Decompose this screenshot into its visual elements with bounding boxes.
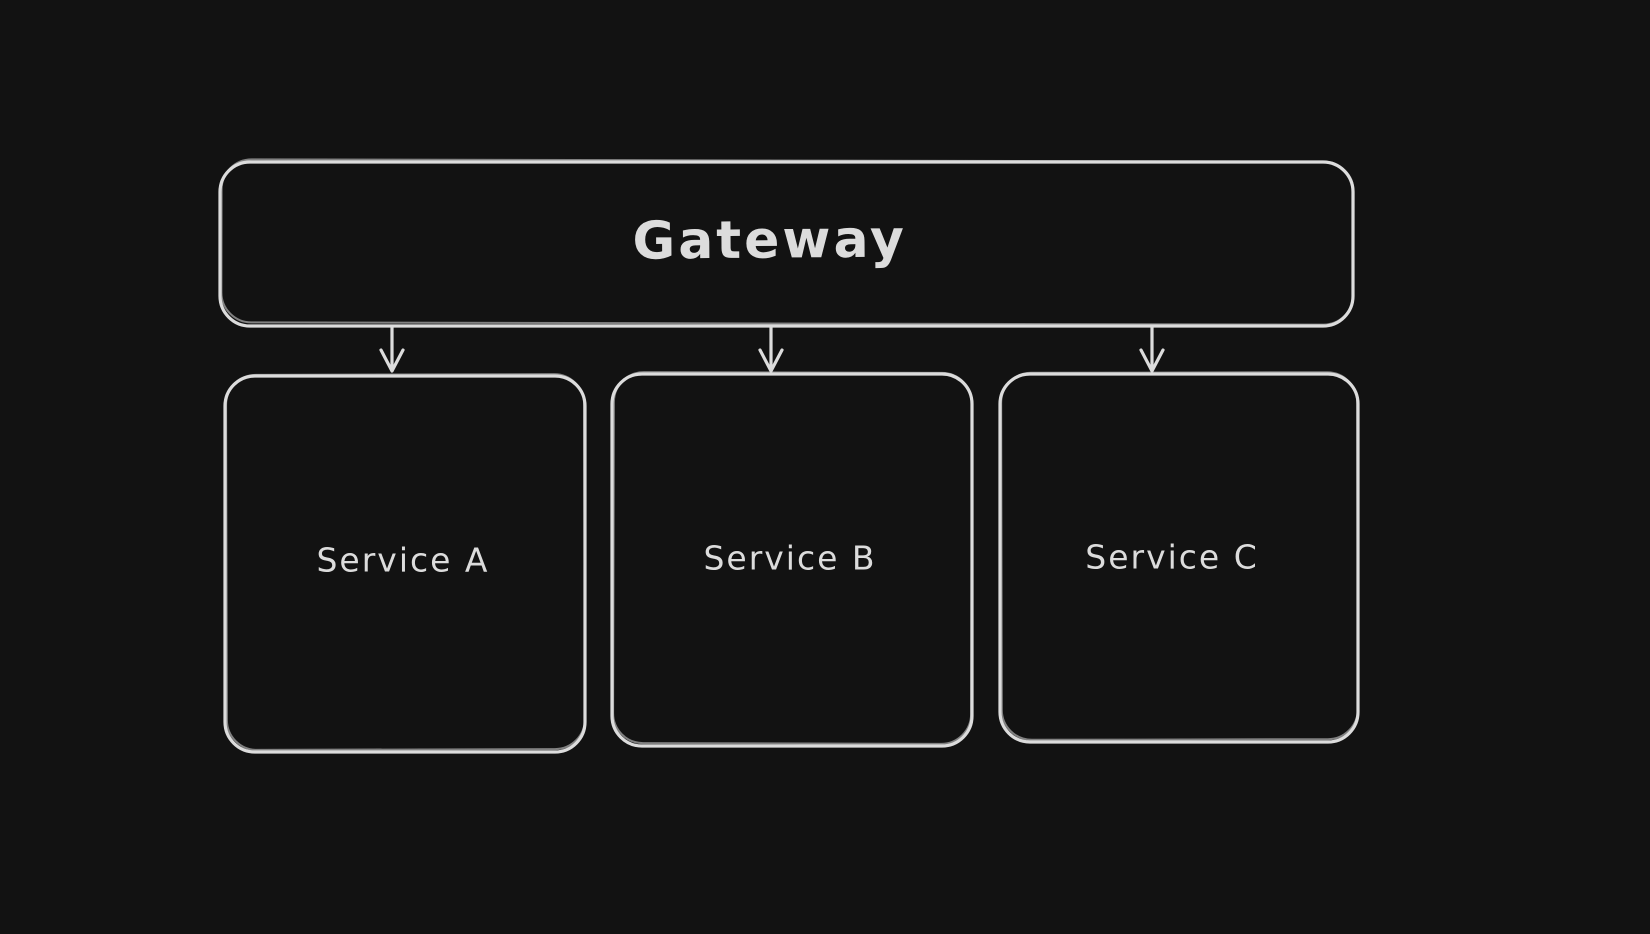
service-c-node: Service C: [998, 371, 1360, 744]
service-c-box: [998, 372, 1360, 744]
arrow-head-icon: [379, 348, 405, 373]
service-b-label: Service B: [703, 539, 876, 578]
arrow-gateway-to-service-b: [758, 325, 784, 373]
gateway-node: Gateway: [218, 158, 1355, 328]
service-a-box: [223, 374, 587, 754]
arrow-gateway-to-service-a: [379, 325, 405, 373]
service-b-box: [610, 372, 974, 748]
service-b-node: Service B: [610, 371, 974, 748]
service-a-node: Service A: [223, 373, 587, 754]
gateway-box: [218, 160, 1355, 328]
service-a-label: Service A: [316, 541, 489, 580]
service-c-label: Service C: [1085, 538, 1259, 577]
gateway-label: Gateway: [632, 210, 907, 272]
arrow-head-icon: [758, 348, 784, 373]
arrow-gateway-to-service-c: [1139, 325, 1165, 373]
arrow-head-icon: [1139, 348, 1165, 373]
